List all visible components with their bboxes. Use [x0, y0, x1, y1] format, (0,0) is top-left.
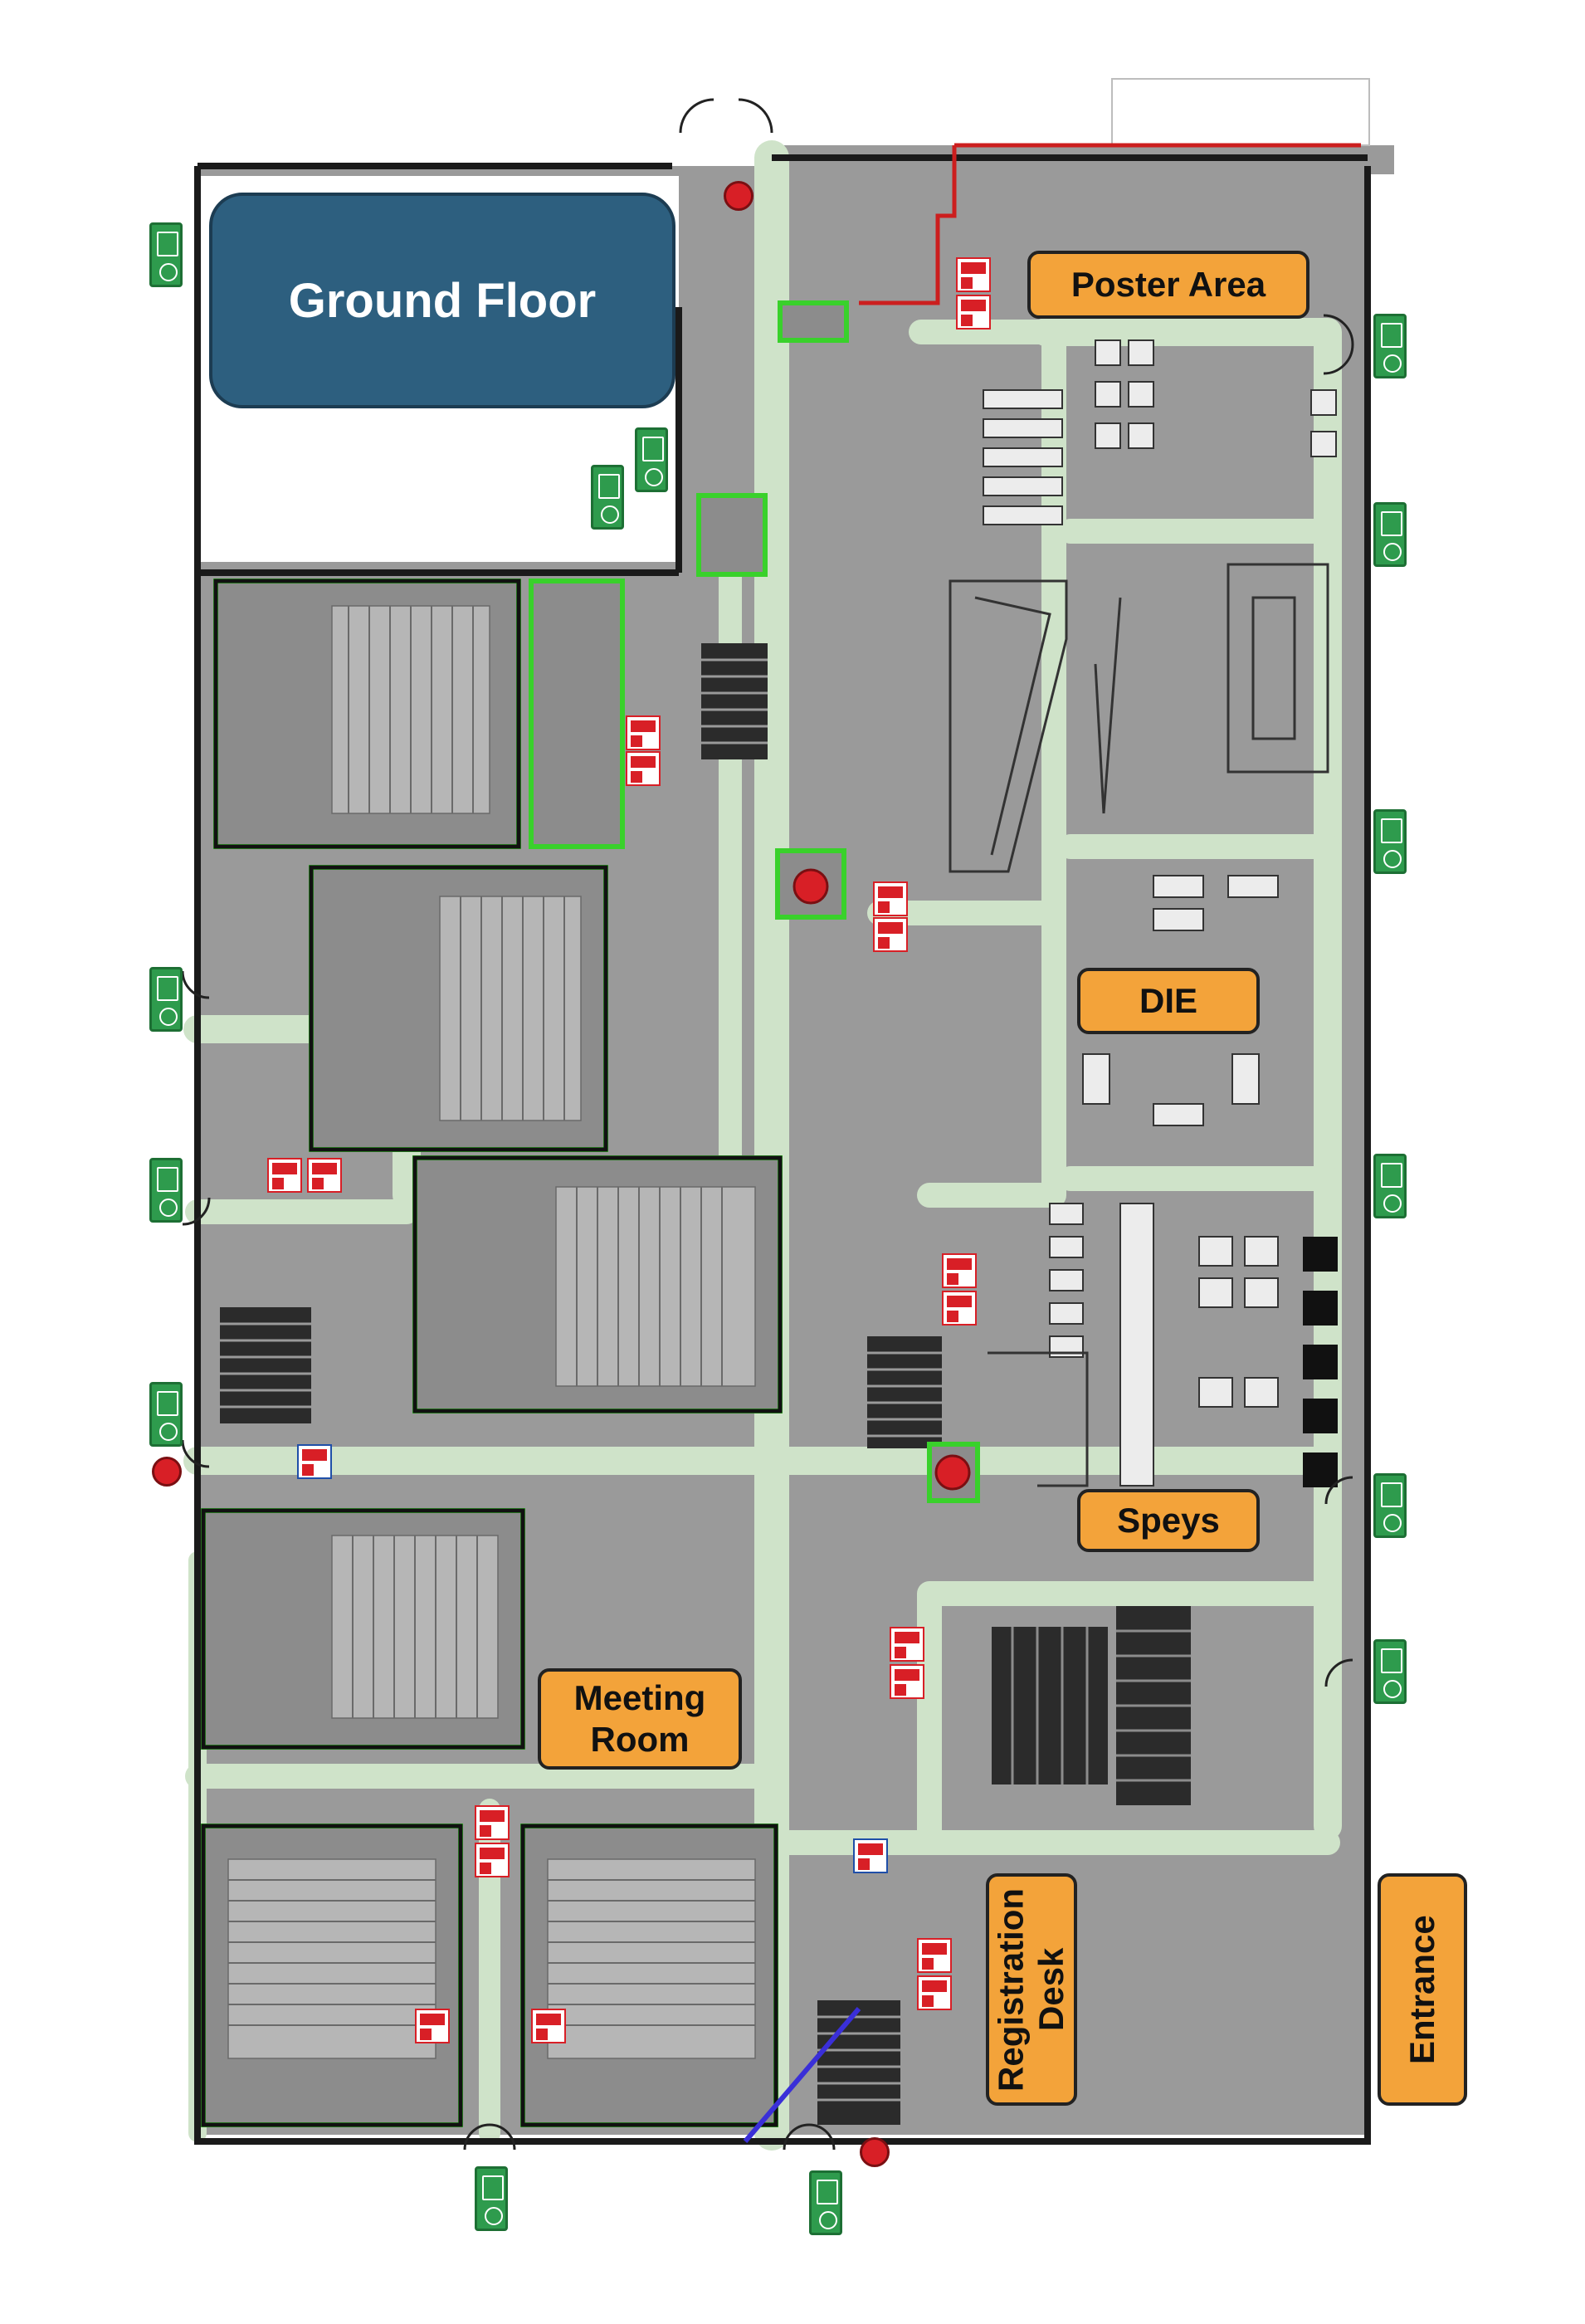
furniture: [983, 339, 1337, 1487]
black-booths: [1303, 1237, 1338, 1487]
room-dark-walls: [201, 579, 783, 2127]
hose-reel-icon: [792, 868, 971, 1491]
emergency-exit-sign-icon: [149, 967, 183, 1032]
escalator-steps: [1011, 1627, 1191, 1784]
emergency-exit-sign-icon: [149, 1382, 183, 1447]
fire-hydrant-icon: [860, 2137, 890, 2167]
fire-hydrant-icon: [152, 1457, 182, 1487]
fire-escape-route-red: [859, 143, 1361, 305]
fire-extinguisher-icon: [626, 751, 661, 786]
fire-alarm-icon: [297, 1444, 332, 1479]
fire-extinguisher-icon: [475, 1843, 510, 1877]
poster-area-label: Poster Area: [1027, 251, 1309, 319]
emergency-exit-sign-icon: [1373, 809, 1407, 874]
fire-extinguisher-icon: [956, 295, 991, 330]
entrance-label: Entrance: [1378, 1873, 1467, 2106]
fire-extinguisher-icon: [415, 2009, 450, 2043]
floor-title: Ground Floor: [209, 193, 675, 408]
emergency-exit-sign-icon: [1373, 1154, 1407, 1218]
seat-lines: [228, 606, 755, 2026]
registration-desk-label: Registration Desk: [986, 1873, 1077, 2106]
meeting-room-label: Meeting Room: [538, 1668, 742, 1770]
emergency-exit-sign-icon: [1373, 314, 1407, 378]
fire-extinguisher-icon: [531, 2009, 566, 2043]
counter-rails: [949, 563, 1329, 1487]
fire-extinguisher-icon: [942, 1253, 977, 1288]
stair-treads: [220, 658, 942, 2102]
fire-extinguisher-icon: [626, 715, 661, 750]
fire-extinguisher-icon: [890, 1627, 924, 1662]
fire-hydrant-icon: [724, 181, 753, 211]
fire-extinguisher-icon: [942, 1291, 977, 1326]
fire-extinguisher-icon: [917, 1938, 952, 1973]
emergency-exit-sign-icon: [1373, 1473, 1407, 1538]
speys-label: Speys: [1077, 1489, 1260, 1552]
emergency-exit-sign-icon: [149, 1158, 183, 1223]
door-swing-icon: [181, 98, 1354, 2151]
fire-extinguisher-icon: [267, 1158, 302, 1193]
stairs-icon: [220, 643, 942, 2125]
blue-route-arrow: [743, 2007, 861, 2143]
fire-extinguisher-icon: [873, 917, 908, 952]
emergency-exit-sign-icon: [1373, 1639, 1407, 1704]
die-label: DIE: [1077, 968, 1260, 1034]
fire-extinguisher-icon: [307, 1158, 342, 1193]
fire-alarm-icon: [853, 1838, 888, 1873]
fire-extinguisher-icon: [873, 881, 908, 916]
fire-extinguisher-icon: [956, 257, 991, 292]
emergency-exit-sign-icon: [1373, 502, 1407, 567]
emergency-exit-sign-icon: [809, 2170, 842, 2235]
fire-extinguisher-icon: [890, 1664, 924, 1699]
emergency-exit-sign-icon: [591, 465, 624, 530]
fire-extinguisher-icon: [475, 1805, 510, 1840]
emergency-exit-sign-icon: [475, 2166, 508, 2231]
emergency-exit-sign-icon: [149, 222, 183, 287]
outer-walls: [194, 154, 1371, 2145]
fire-extinguisher-icon: [917, 1975, 952, 2010]
emergency-exit-sign-icon: [635, 427, 668, 492]
